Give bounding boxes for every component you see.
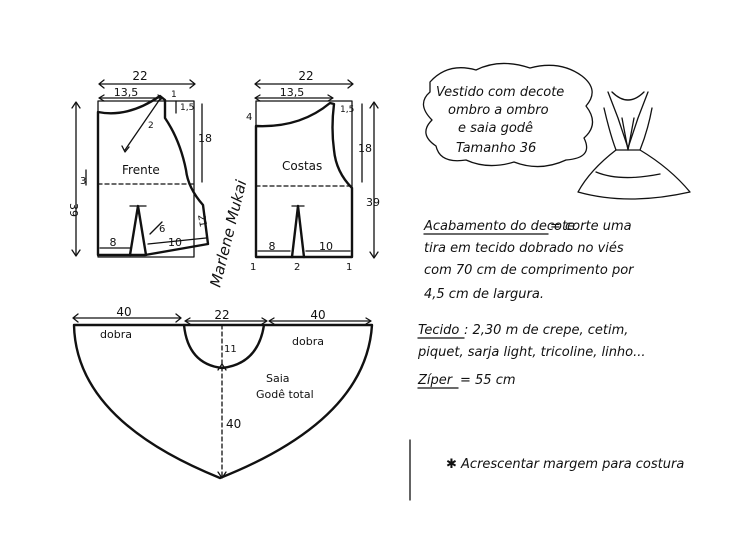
finish-heading: Acabamento do decote xyxy=(423,219,575,234)
finish-line1: = corte uma xyxy=(550,219,632,234)
front-height-label: 39 xyxy=(67,203,80,217)
back-guide-box xyxy=(255,100,353,258)
back-armhole-label: 18 xyxy=(358,142,372,155)
back-neck-drop-label: 4 xyxy=(246,112,252,123)
title-line4: Tamanho 36 xyxy=(456,141,536,156)
back-neck-b-label: 1,5 xyxy=(340,105,354,115)
skirt-right-width-label: 40 xyxy=(310,308,325,322)
back-bottom-b-label: 1 xyxy=(346,262,352,273)
back-outline xyxy=(254,101,354,259)
back-height-label: 39 xyxy=(366,196,380,209)
zipper-heading: Zíper xyxy=(417,373,454,388)
title-cloud-outline xyxy=(422,62,594,168)
back-shoulder-label: 13,5 xyxy=(280,86,305,99)
title-line1: Vestido com decote xyxy=(436,85,564,100)
front-neckline-label: 2 xyxy=(148,121,154,131)
front-shoulder-label: 13,5 xyxy=(114,86,139,99)
front-side-label: 21 xyxy=(195,214,208,228)
skirt-left-width-label: 40 xyxy=(116,305,131,319)
notes: Acabamento do decote = corte uma tira em… xyxy=(417,219,684,472)
front-dart-left-label: 8 xyxy=(110,236,117,249)
front-piece-label: Frente xyxy=(122,163,160,177)
back-dart-width-label: 2 xyxy=(294,262,300,273)
back-bodice: 22 13,5 4 1,5 8 10 2 1 1 Costas 18 39 xyxy=(246,69,380,273)
skirt-length-label: 40 xyxy=(226,417,241,431)
front-neck-b-label: 1,5 xyxy=(180,103,194,113)
skirt-label-line1: Saia xyxy=(266,372,290,385)
dress-sketch xyxy=(577,91,691,200)
fabric-heading: Tecido xyxy=(418,323,459,338)
skirt: 40 22 40 11 40 dobra dobra Saia Godê tot… xyxy=(72,305,374,480)
front-neck-a-label: 1 xyxy=(171,90,177,100)
back-dart-right-label: 10 xyxy=(319,240,333,253)
front-guide-box xyxy=(97,100,195,258)
back-bottom-a-label: 1 xyxy=(250,262,256,273)
finish-line3: com 70 cm de comprimento por xyxy=(424,263,635,278)
finish-line4: 4,5 cm de largura. xyxy=(424,287,544,302)
back-width-label: 22 xyxy=(298,69,313,83)
fabric-line2: piquet, sarja light, tricoline, linho... xyxy=(417,345,646,360)
front-armhole-label: 18 xyxy=(198,132,212,145)
front-dart-length-label: 6 xyxy=(159,224,165,235)
fabric-line1: : 2,30 m de crepe, cetim, xyxy=(464,323,628,338)
front-dart xyxy=(128,204,148,257)
back-piece-label: Costas xyxy=(282,159,322,173)
front-bodice: 22 13,5 1 1,5 2 8 10 6 21 Frente 39 xyxy=(67,69,212,258)
skirt-waist-drop-label: 11 xyxy=(224,344,237,355)
title-line2: ombro a ombro xyxy=(448,103,549,118)
front-width-label: 22 xyxy=(132,69,147,83)
skirt-label-line2: Godê total xyxy=(256,388,314,401)
front-outline xyxy=(96,94,210,257)
front-waist-right-label: 10 xyxy=(168,236,182,249)
skirt-center-width-label: 22 xyxy=(214,308,229,322)
skirt-fold-left: dobra xyxy=(100,328,132,341)
skirt-outline xyxy=(72,323,374,480)
back-dart xyxy=(290,204,306,259)
finish-line2: tira em tecido dobrado no viés xyxy=(424,241,624,256)
zipper-value: = 55 cm xyxy=(460,373,516,388)
title-line3: e saia godê xyxy=(458,121,533,136)
front-bust-drop-label: 3 xyxy=(80,176,86,187)
seam-allowance-note: ✱ Acrescentar margem para costura xyxy=(446,457,684,472)
signature: Marlene Mukai xyxy=(206,177,250,289)
back-dart-left-label: 8 xyxy=(269,240,276,253)
title-bubble: Vestido com decote ombro a ombro e saia … xyxy=(422,62,594,168)
skirt-fold-right: dobra xyxy=(292,335,324,348)
